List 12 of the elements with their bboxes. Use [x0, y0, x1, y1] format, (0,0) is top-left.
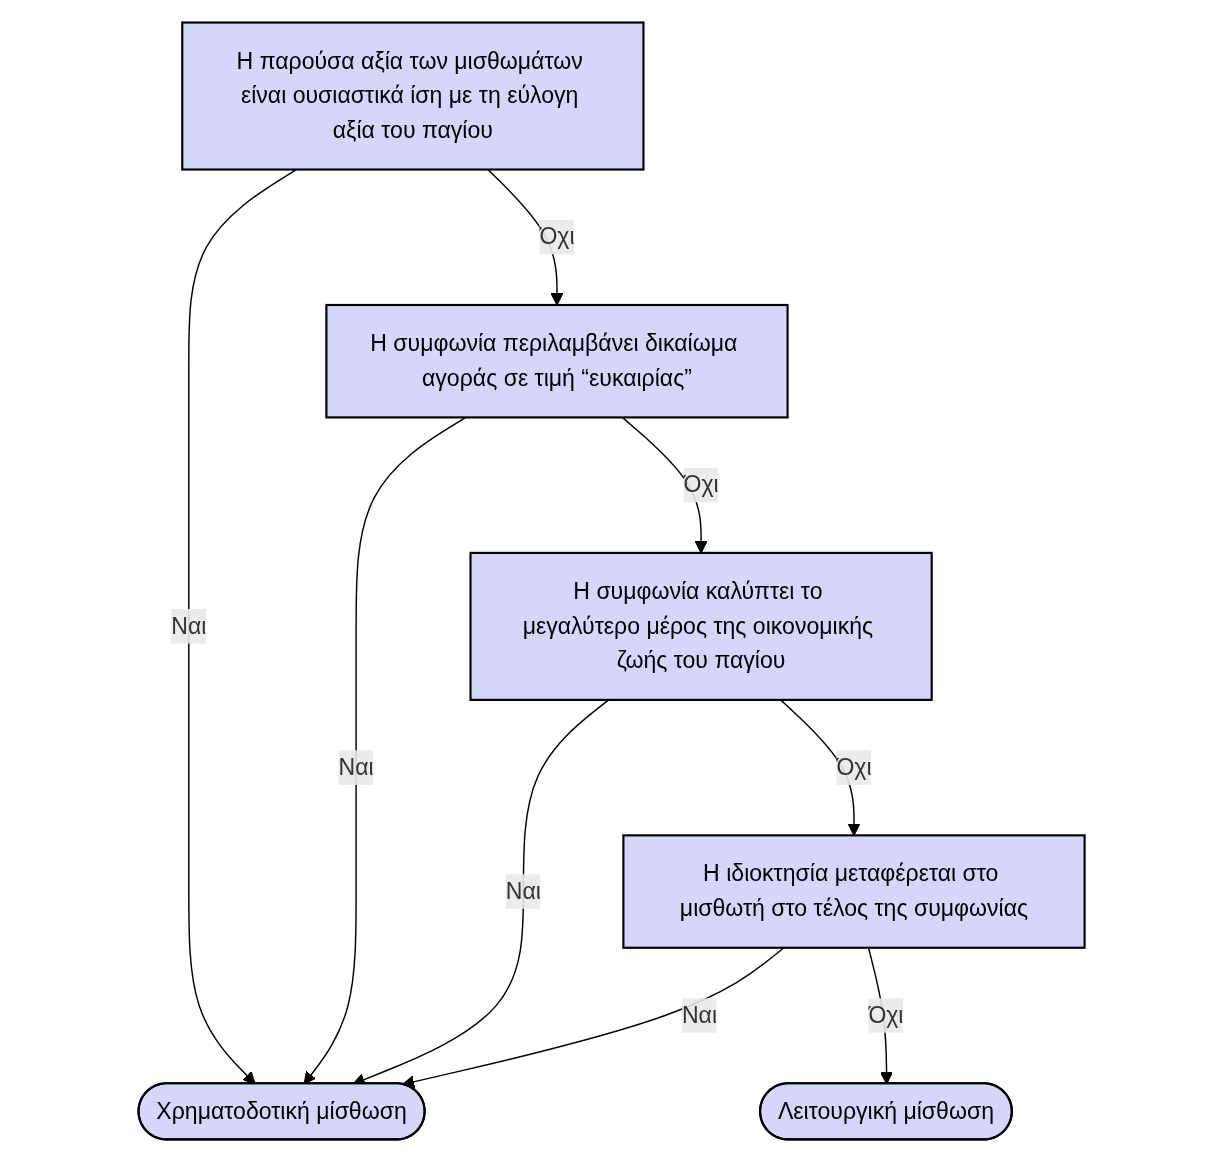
- node-box: Η ιδιοκτησία μεταφέρεται στο μισθωτή στο τέλος της συμφωνίας: [622, 833, 1086, 949]
- edge-label: Όχι: [836, 754, 872, 779]
- edge-label: Ναι: [505, 878, 541, 903]
- node-box: Η συμφωνία περιλαμβάνει δικαίωμα αγοράς σε τιμή “ευκαιρίας”: [325, 303, 789, 418]
- edge-label: Ναι: [681, 1002, 717, 1027]
- edge-label: Ναι: [171, 612, 207, 638]
- edge-label: Όχι: [868, 1002, 904, 1027]
- node-box: Η συμφωνία καλύπτει το μεγαλύτερο μέρος της οικονομικής ζωής του παγίου: [469, 551, 933, 701]
- edge-label: Όχι: [683, 471, 719, 497]
- edge-label: Ναι: [338, 754, 374, 779]
- edge-label: Όχι: [539, 223, 575, 249]
- node-box: Η παρούσα αξία των μισθωμάτων είναι ουσιαστικά ίση με τη εύλογη αξία του παγίου: [181, 20, 645, 171]
